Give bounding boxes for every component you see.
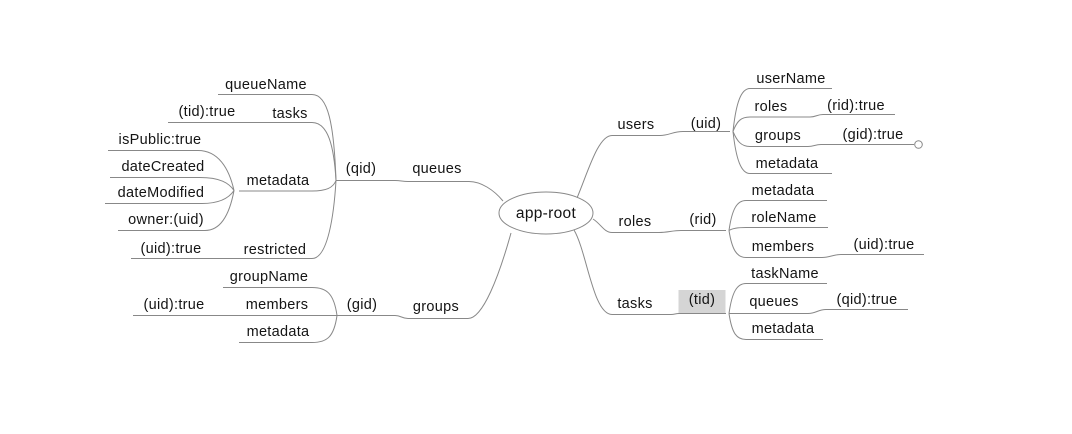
node-gid-true-attr[interactable]: (gid):true	[842, 127, 904, 143]
edge-tasks	[573, 229, 726, 315]
root-ellipse[interactable]	[498, 191, 594, 235]
node-taskname[interactable]: taskName	[751, 266, 819, 282]
node-users-metadata[interactable]: metadata	[755, 156, 819, 172]
edge-queues	[336, 180, 504, 202]
node-users-groups[interactable]: groups	[754, 128, 802, 144]
node-users-branch[interactable]: users	[617, 117, 655, 133]
node-rolename[interactable]: roleName	[751, 210, 817, 226]
node-groups-metadata[interactable]: metadata	[246, 324, 310, 340]
node-ispublic-true[interactable]: isPublic:true	[118, 132, 202, 148]
selection-highlight	[678, 290, 726, 314]
edge-roles	[592, 218, 726, 233]
node-rid-true-attr[interactable]: (rid):true	[827, 98, 885, 114]
node-tasks-queues[interactable]: queues	[749, 294, 799, 310]
node-queues-metadata[interactable]: metadata	[246, 173, 310, 189]
node-uid-key[interactable]: (uid)	[690, 116, 722, 132]
node-tid-key-selected[interactable]: (tid)	[688, 292, 716, 308]
node-datecreated[interactable]: dateCreated	[121, 159, 205, 175]
node-restricted-uid-true-attr[interactable]: (uid):true	[140, 241, 202, 257]
edge-users	[576, 131, 730, 199]
node-users-roles[interactable]: roles	[754, 99, 788, 115]
node-roles-members[interactable]: members	[751, 239, 815, 255]
node-qid-key[interactable]: (qid)	[345, 161, 377, 177]
node-roles-uid-true-attr[interactable]: (uid):true	[853, 237, 915, 253]
node-gid-key[interactable]: (gid)	[346, 297, 378, 313]
node-members-uid-true-attr[interactable]: (uid):true	[143, 297, 205, 313]
node-groups-branch[interactable]: groups	[412, 299, 460, 315]
node-username[interactable]: userName	[756, 71, 826, 87]
node-queues-tasks[interactable]: tasks	[272, 106, 308, 122]
node-groupname[interactable]: groupName	[229, 269, 309, 285]
node-tid-true-attr[interactable]: (tid):true	[178, 104, 236, 120]
edge-groups	[337, 232, 512, 319]
node-roles-branch[interactable]: roles	[618, 214, 652, 230]
node-queues-branch[interactable]: queues	[412, 161, 462, 177]
node-owner-uid[interactable]: owner:(uid)	[128, 212, 204, 228]
node-app-root[interactable]: app-root	[515, 205, 577, 222]
node-roles-metadata[interactable]: metadata	[751, 183, 815, 199]
node-tasks-branch[interactable]: tasks	[617, 296, 653, 312]
node-restricted[interactable]: restricted	[243, 242, 307, 258]
node-tasks-metadata[interactable]: metadata	[751, 321, 815, 337]
node-qid-true-attr[interactable]: (qid):true	[836, 292, 898, 308]
node-datemodified[interactable]: dateModified	[117, 185, 205, 201]
node-rid-key[interactable]: (rid)	[689, 212, 717, 228]
node-queuename[interactable]: queueName	[225, 77, 307, 93]
collapsed-node-indicator[interactable]	[914, 140, 923, 149]
node-groups-members[interactable]: members	[245, 297, 309, 313]
